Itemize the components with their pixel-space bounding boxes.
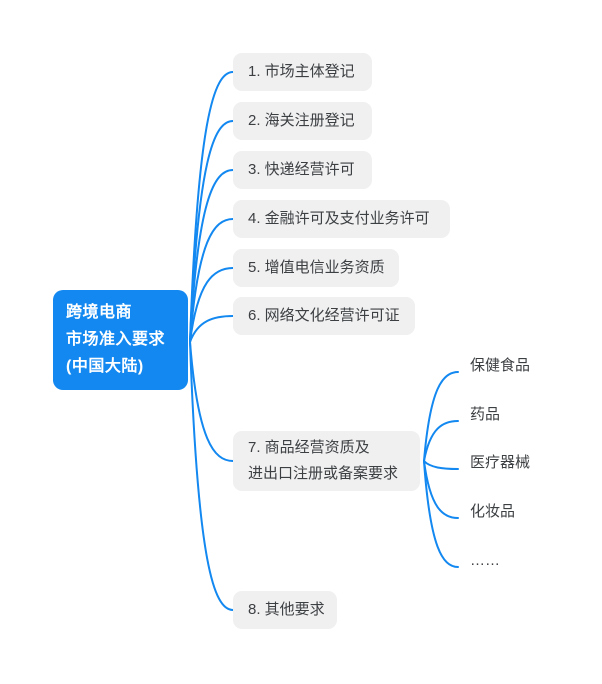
leaf-node-health-food[interactable]: 保健食品 — [470, 357, 531, 374]
branch-label: 5. 增值电信业务资质 — [248, 259, 385, 276]
leaf-node-ellipsis[interactable]: …… — [470, 552, 500, 569]
branch-node-express-license[interactable]: 3. 快递经营许可 — [233, 151, 372, 189]
root-node-line: 跨境电商 — [66, 304, 133, 321]
branch-label: 进出口注册或备案要求 — [248, 465, 399, 482]
root-node[interactable]: 跨境电商 市场准入要求 (中国大陆) — [53, 290, 188, 390]
branch-node-telecom-qualification[interactable]: 5. 增值电信业务资质 — [233, 249, 399, 287]
root-node-line: 市场准入要求 — [66, 331, 166, 348]
branch-label: 8. 其他要求 — [248, 601, 325, 618]
branch-node-network-culture-license[interactable]: 6. 网络文化经营许可证 — [233, 297, 415, 335]
leaf-node-medical-devices[interactable]: 医疗器械 — [470, 454, 531, 471]
branch-node-other-requirements[interactable]: 8. 其他要求 — [233, 591, 337, 629]
branch-label: 6. 网络文化经营许可证 — [248, 307, 400, 324]
branch-label: 2. 海关注册登记 — [248, 112, 355, 129]
leaf-node-medicine[interactable]: 药品 — [470, 406, 501, 423]
leaf-node-cosmetics[interactable]: 化妆品 — [470, 503, 516, 520]
branch-node-market-registration[interactable]: 1. 市场主体登记 — [233, 53, 372, 91]
branch-label: 4. 金融许可及支付业务许可 — [248, 210, 430, 227]
branch-node-finance-payment-license[interactable]: 4. 金融许可及支付业务许可 — [233, 200, 450, 238]
branch-label: 3. 快递经营许可 — [248, 161, 355, 178]
root-node-line: (中国大陆) — [66, 358, 144, 375]
branch-label: 7. 商品经营资质及 — [248, 439, 370, 456]
branch-node-customs-registration[interactable]: 2. 海关注册登记 — [233, 102, 372, 140]
branch-node-product-qualification[interactable]: 7. 商品经营资质及 进出口注册或备案要求 — [233, 431, 420, 491]
branch-label: 1. 市场主体登记 — [248, 63, 355, 80]
